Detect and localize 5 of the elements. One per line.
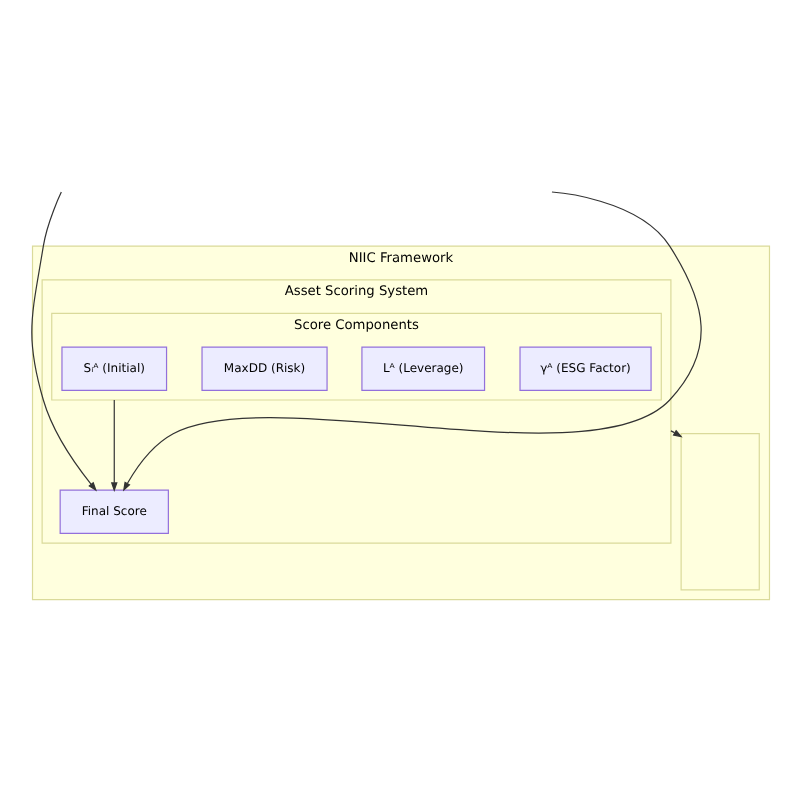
arrow	[109, 399, 117, 492]
arrow	[30, 191, 96, 492]
arrow	[669, 429, 682, 438]
node-box	[679, 433, 759, 591]
arrow	[121, 191, 701, 492]
